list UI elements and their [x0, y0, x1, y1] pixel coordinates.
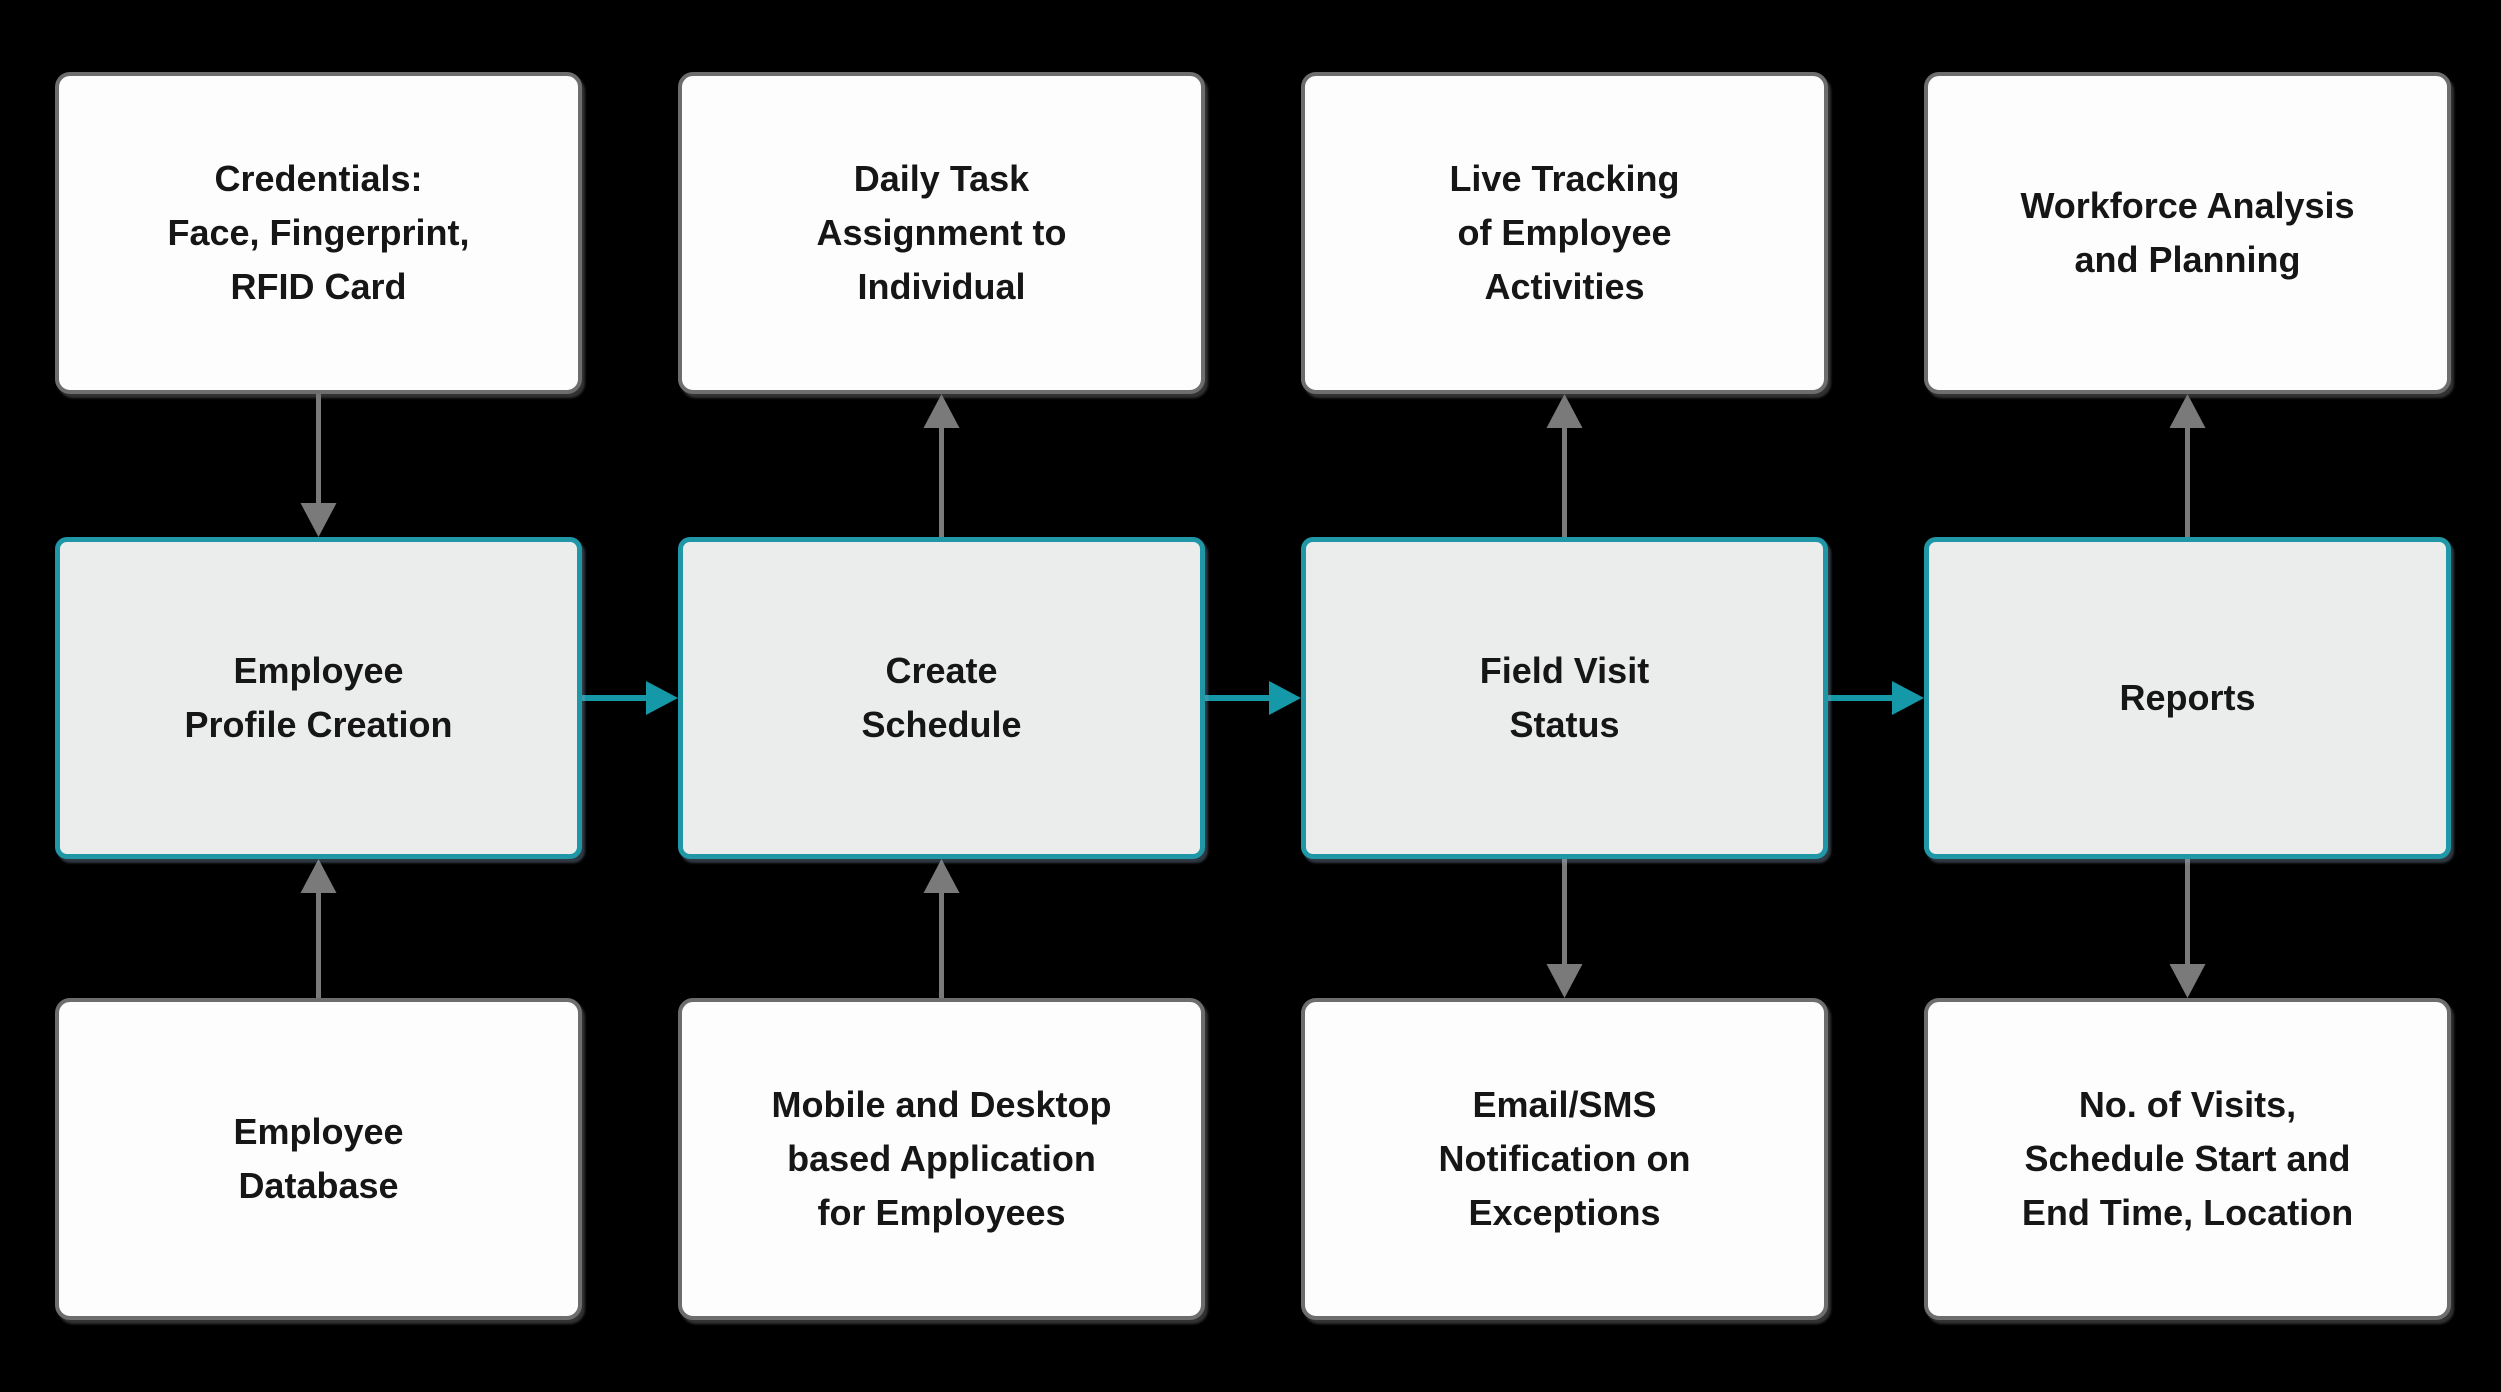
arrow-c2-middle-to-c2-top: [1546, 394, 1583, 537]
arrow-c3-middle-to-c3-bottom: [2169, 859, 2206, 998]
arrow-c0-middle-to-c1-middle: [582, 681, 678, 715]
arrow-c0-bottom-to-c0-middle: [300, 859, 337, 998]
node-credentials: Credentials: Face, Fingerprint, RFID Car…: [55, 72, 582, 394]
arrow-c1-middle-to-c2-middle: [1205, 681, 1301, 715]
node-live-tracking: Live Tracking of Employee Activities: [1301, 72, 1828, 394]
arrow-c1-middle-to-c1-top: [923, 394, 960, 537]
node-visits-schedule-location: No. of Visits, Schedule Start and End Ti…: [1924, 998, 2451, 1320]
node-employee-database: Employee Database: [55, 998, 582, 1320]
node-daily-task-assignment: Daily Task Assignment to Individual: [678, 72, 1205, 394]
node-create-schedule: Create Schedule: [678, 537, 1205, 859]
arrow-c2-middle-to-c2-bottom: [1546, 859, 1583, 998]
node-field-visit-status: Field Visit Status: [1301, 537, 1828, 859]
node-email-sms-notification: Email/SMS Notification on Exceptions: [1301, 998, 1828, 1320]
node-reports: Reports: [1924, 537, 2451, 859]
arrow-c0-top-to-c0-middle: [300, 394, 337, 537]
node-mobile-desktop-application: Mobile and Desktop based Application for…: [678, 998, 1205, 1320]
arrow-c2-middle-to-c3-middle: [1828, 681, 1924, 715]
arrow-c1-bottom-to-c1-middle: [923, 859, 960, 998]
node-employee-profile-creation: Employee Profile Creation: [55, 537, 582, 859]
arrow-c3-middle-to-c3-top: [2169, 394, 2206, 537]
node-workforce-analysis: Workforce Analysis and Planning: [1924, 72, 2451, 394]
